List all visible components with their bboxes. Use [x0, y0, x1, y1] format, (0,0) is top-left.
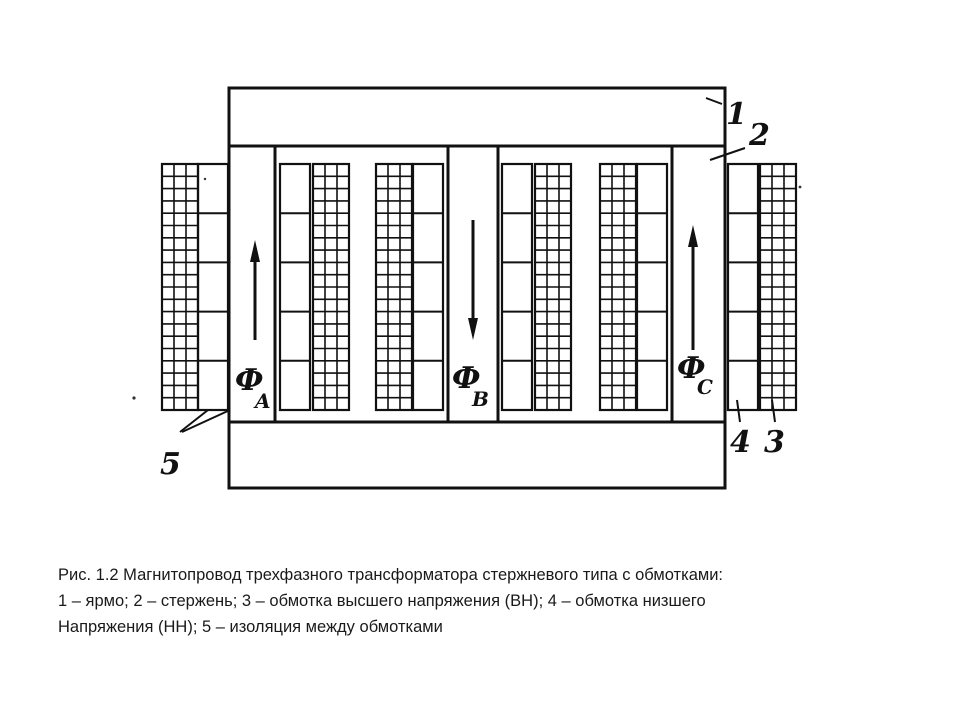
- lv-winding-a-right: [278, 162, 312, 412]
- label-hv-winding: 3: [764, 425, 785, 460]
- flux-subscript-c: C: [697, 375, 713, 399]
- lv-winding-b-right: [500, 162, 534, 412]
- flux-symbol-c: Ф: [677, 351, 705, 386]
- leader-3: [771, 399, 776, 423]
- top-yoke: [227, 86, 727, 148]
- flux-subscript-b: B: [471, 387, 489, 411]
- core-c: [670, 144, 727, 424]
- bottom-yoke: [227, 420, 727, 490]
- figure-caption: Рис. 1.2 Магнитопровод трехфазного транс…: [58, 562, 918, 640]
- leader-1: [705, 97, 723, 105]
- flux-symbol-b: Ф: [452, 361, 480, 396]
- caption-line-2: 1 – ярмо; 2 – стержень; 3 – обмотка высш…: [58, 592, 706, 610]
- flux-arrow-b: [468, 220, 478, 340]
- label-insulation: 5: [160, 447, 181, 482]
- flux-arrow-c: [688, 225, 698, 350]
- leader-5b: [181, 409, 231, 433]
- lv-winding-right-outer: [726, 162, 760, 412]
- flux-subscript-a: A: [253, 389, 271, 413]
- lv-winding-c-left: [635, 162, 669, 412]
- caption-line-3: Напряжения (НН); 5 – изоляция между обмо…: [58, 618, 443, 636]
- transformer-figure: Ф A Ф B Ф C 1 2 3 4 5: [132, 86, 802, 490]
- lv-winding-b-left: [411, 162, 445, 412]
- leader-4: [736, 399, 741, 423]
- caption-line-1: Рис. 1.2 Магнитопровод трехфазного транс…: [58, 566, 724, 584]
- leader-5a: [179, 409, 209, 433]
- label-yoke: 1: [726, 97, 747, 132]
- windings-group: [160, 162, 798, 412]
- label-lv-winding: 4: [730, 425, 751, 460]
- label-core: 2: [748, 118, 770, 153]
- leader-2: [709, 147, 746, 161]
- core-b: [446, 144, 500, 424]
- flux-symbol-a: Ф: [235, 363, 263, 398]
- lv-winding-left-outer: [196, 162, 230, 412]
- flux-arrow-a: [250, 240, 260, 340]
